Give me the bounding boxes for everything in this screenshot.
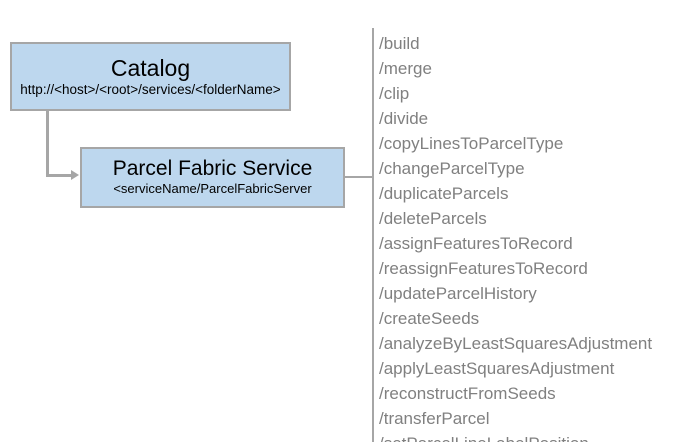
operation-list-item: /applyLeastSquaresAdjustment (379, 359, 615, 378)
operations-list: /build/merge/clip/divide/copyLinesToParc… (379, 31, 679, 442)
node-parcel-fabric-service: Parcel Fabric Service <serviceName/Parce… (80, 147, 345, 208)
operation-list-item: /analyzeByLeastSquaresAdjustment (379, 334, 653, 353)
operation-list-item: /copyLinesToParcelType (379, 134, 564, 153)
operation-list-item: /divide (379, 109, 429, 128)
node-catalog: Catalog http://<host>/<root>/services/<f… (10, 42, 291, 111)
operation-list-item: /updateParcelHistory (379, 284, 537, 303)
operation-list-item: /transferParcel (379, 409, 490, 428)
operation-list-item: /setParcelLineLabelPosition (379, 431, 679, 442)
operation-list-item: /build (379, 34, 420, 53)
operation-list-item: /reassignFeaturesToRecord (379, 259, 588, 278)
node-catalog-title: Catalog (110, 54, 191, 81)
operation-list-item: /changeParcelType (379, 159, 525, 178)
operation-list-item: /deleteParcels (379, 209, 487, 228)
operations-spine-divider (372, 28, 374, 442)
operation-list-item: /reconstructFromSeeds (379, 384, 556, 403)
node-parcel-fabric-service-subtitle: <serviceName/ParcelFabricServer (113, 181, 312, 197)
connector-catalog-vertical (46, 110, 49, 176)
connector-catalog-horizontal (46, 174, 73, 177)
operation-list-item: /assignFeaturesToRecord (379, 234, 573, 253)
operation-list-item: /clip (379, 84, 410, 103)
arrow-right-icon (71, 170, 79, 180)
operation-list-item: /duplicateParcels (379, 184, 509, 203)
node-catalog-subtitle: http://<host>/<root>/services/<folderNam… (20, 81, 281, 97)
operation-list-item: /createSeeds (379, 309, 480, 328)
connector-service-to-operations (345, 176, 374, 178)
operation-list-item: /merge (379, 59, 432, 78)
node-parcel-fabric-service-title: Parcel Fabric Service (112, 157, 313, 181)
